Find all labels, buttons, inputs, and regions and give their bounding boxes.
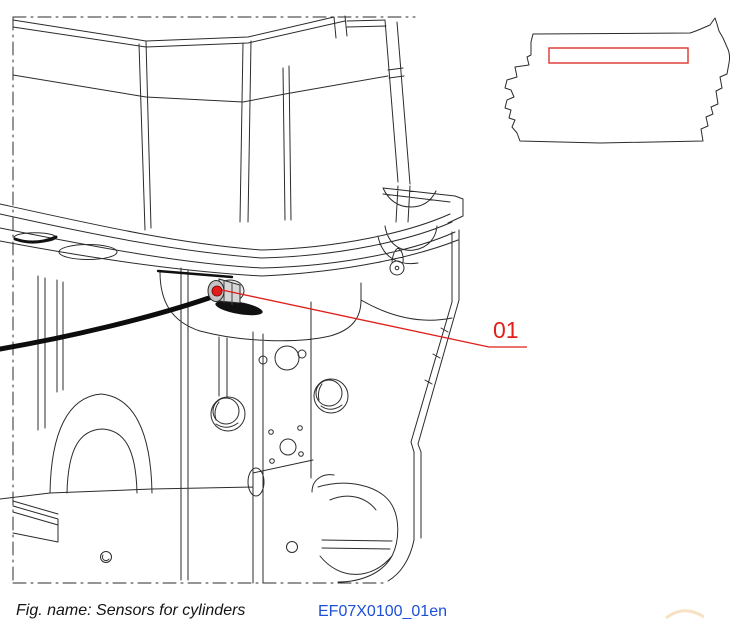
drawing-frame-border bbox=[12, 16, 416, 584]
figure-name-label: Fig. name: Sensors for cylinders bbox=[16, 602, 246, 619]
locator-inset bbox=[504, 17, 731, 144]
hole bbox=[279, 438, 297, 456]
hole bbox=[269, 458, 275, 464]
sensor-cable bbox=[0, 295, 212, 352]
frame-border-lines bbox=[12, 16, 416, 584]
bore-right-inner bbox=[315, 379, 343, 407]
upper-block-outline bbox=[12, 15, 411, 231]
callout-01-leader bbox=[221, 289, 527, 348]
flange-boss-oval-large bbox=[58, 244, 118, 260]
flange-rail-lines bbox=[0, 185, 464, 303]
callout-01-label[interactable]: 01 bbox=[493, 317, 519, 343]
teardrop-boss bbox=[389, 260, 405, 276]
sensor-hotspot-dot[interactable] bbox=[211, 285, 223, 297]
bore-left-inner bbox=[212, 397, 240, 425]
locator-highlight-rect[interactable] bbox=[548, 47, 689, 64]
hole bbox=[286, 541, 298, 553]
bore-left bbox=[210, 396, 246, 432]
bolt-hole-detail bbox=[101, 554, 110, 562]
sensor-assembly bbox=[207, 278, 263, 316]
hole bbox=[297, 425, 303, 431]
hole bbox=[268, 429, 274, 435]
watermark-swoosh bbox=[665, 609, 705, 620]
bolt-hole bbox=[100, 551, 112, 563]
side-boss-oval bbox=[247, 467, 265, 497]
teardrop-boss-center bbox=[394, 265, 400, 271]
hole bbox=[297, 349, 307, 359]
engine-block-drawing: 01 bbox=[0, 15, 527, 584]
hole bbox=[298, 451, 304, 457]
hole bbox=[274, 345, 300, 371]
sensor-shadow bbox=[215, 300, 263, 316]
flange-boss-shadow bbox=[13, 235, 58, 244]
locator-engine-outline bbox=[504, 17, 731, 144]
cylinder-arch bbox=[49, 393, 153, 494]
drilled-holes bbox=[100, 260, 405, 563]
figure-code-link[interactable]: EF07X0100_01en bbox=[318, 603, 447, 620]
hole bbox=[258, 355, 268, 365]
lower-block-lines bbox=[0, 267, 460, 584]
pocket-edge-shadow bbox=[156, 269, 234, 279]
bore-shading-arcs bbox=[214, 383, 343, 428]
bore-right bbox=[313, 378, 349, 414]
